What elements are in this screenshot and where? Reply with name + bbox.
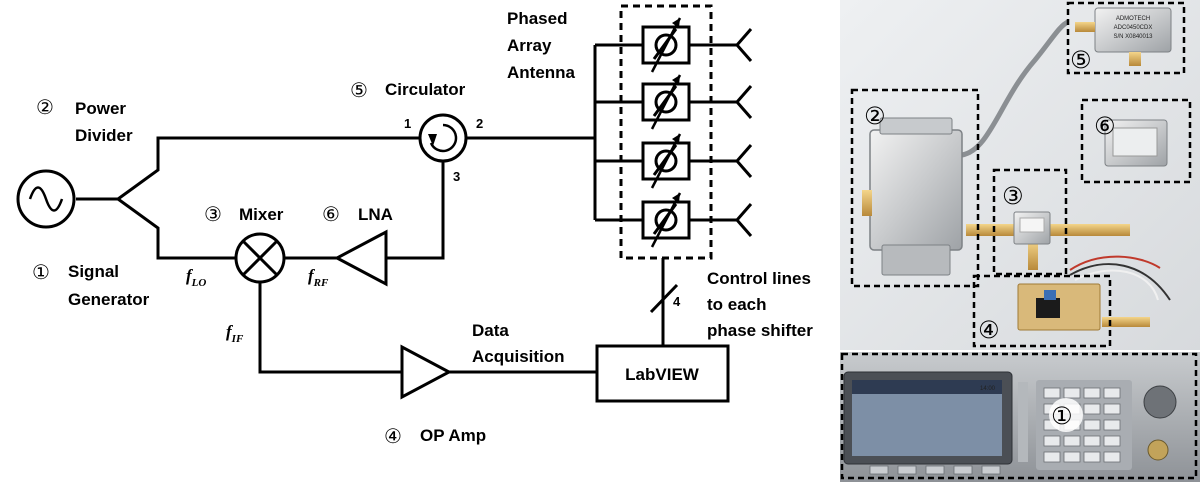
- power-divider-hardware: [862, 117, 963, 276]
- antenna-element: [735, 144, 753, 178]
- op-amp-label: OP Amp: [420, 426, 486, 445]
- lna-symbol: [333, 229, 388, 287]
- circulator-port-1: 1: [404, 116, 411, 131]
- callout-box-4: [972, 274, 1112, 348]
- control-label-3: phase shifter: [707, 321, 813, 340]
- connector: [1050, 224, 1130, 236]
- signal-generator-hardware: 14:00: [840, 352, 1200, 482]
- callout-box-2: [850, 88, 980, 288]
- callout-box-6: [1080, 98, 1192, 184]
- circulator-port-3: 3: [453, 169, 460, 184]
- antenna-label-3: Antenna: [507, 63, 576, 82]
- svg-text:14:00: 14:00: [980, 386, 996, 392]
- labview-label: LabVIEW: [625, 365, 700, 384]
- antenna-element: [735, 203, 753, 237]
- phase-shifter: [641, 133, 691, 189]
- op-amp-number: ④: [384, 424, 402, 448]
- control-label-2: to each: [707, 295, 767, 314]
- mixer-number: ③: [204, 202, 222, 226]
- callout-box-3: [992, 168, 1068, 276]
- data-acq-label-1: Data: [472, 321, 509, 340]
- lna-label: LNA: [358, 205, 393, 224]
- circulator-symbol: [418, 113, 468, 163]
- phase-shifter-group: [619, 4, 713, 260]
- control-label-1: Control lines: [707, 269, 811, 288]
- phase-shifter: [641, 74, 691, 130]
- photo-label-3: ③: [1002, 182, 1024, 210]
- signal-generator-label-2: Generator: [68, 290, 150, 309]
- connector: [1028, 240, 1038, 270]
- f-rf-label: fRF: [308, 266, 329, 289]
- control-count: 4: [673, 294, 681, 309]
- connector: [1102, 317, 1150, 327]
- block-diagram: LabVIEW ① Signal Gener: [16, 4, 813, 448]
- bus-slash: [649, 283, 679, 314]
- callout-box-5: [1066, 1, 1186, 75]
- f-if-label: fIF: [226, 322, 244, 345]
- svg-text:S/N X0840013: S/N X0840013: [1113, 34, 1153, 40]
- phase-shifter: [641, 192, 691, 248]
- photo-label-1: ①: [1051, 402, 1073, 430]
- signal-generator-number: ①: [32, 260, 50, 284]
- f-lo-label: fLO: [186, 266, 206, 289]
- circulator-label: Circulator: [385, 80, 466, 99]
- data-acq-label-2: Acquisition: [472, 347, 565, 366]
- circulator-port-2: 2: [476, 116, 483, 131]
- hardware-photo: ADMOTECH ADC0450CDX S/N X0840013 ② ⑤ ⑥ ③…: [840, 0, 1200, 482]
- power-divider-label-2: Divider: [75, 126, 133, 145]
- photo-label-4: ④: [978, 316, 1000, 344]
- svg-text:ADC0450CDX: ADC0450CDX: [1114, 25, 1153, 31]
- cable: [961, 19, 1070, 158]
- wire-mixer-opamp: [258, 282, 402, 374]
- power-divider-label-1: Power: [75, 99, 126, 118]
- mixer-symbol: [234, 232, 286, 284]
- op-amp-symbol: [400, 344, 453, 400]
- power-divider-number: ②: [36, 95, 54, 119]
- labview-box: [595, 344, 730, 403]
- op-amp-hardware: [1017, 283, 1101, 331]
- antenna-element: [735, 85, 753, 119]
- wire-circulator-lna: [386, 161, 445, 260]
- photo-label-5: ⑤: [1070, 46, 1092, 74]
- photo-label-2: ②: [864, 102, 886, 130]
- coupler-hardware: ADMOTECH ADC0450CDX S/N X0840013: [1075, 7, 1172, 66]
- wire: [1069, 255, 1161, 271]
- antenna-label-1: Phased: [507, 9, 567, 28]
- circulator-number: ⑤: [350, 78, 368, 102]
- connector: [966, 224, 1018, 236]
- mixer-label: Mixer: [239, 205, 284, 224]
- lna-number: ⑥: [322, 202, 340, 226]
- wire-divider-mixer: [117, 197, 236, 260]
- antenna-element: [735, 28, 753, 62]
- signal-generator-label-1: Signal: [68, 262, 119, 281]
- signal-generator-symbol: [16, 169, 76, 229]
- wire: [1069, 263, 1171, 301]
- photo-label-6: ⑥: [1094, 112, 1116, 140]
- wire-divider-circulator: [117, 136, 420, 201]
- lna-hardware: [1104, 119, 1168, 167]
- svg-text:ADMOTECH: ADMOTECH: [1116, 16, 1150, 22]
- mixer-hardware: [1013, 211, 1051, 245]
- phase-shifter: [641, 17, 691, 73]
- callout-box-1: [840, 352, 1198, 480]
- antenna-label-2: Array: [507, 36, 552, 55]
